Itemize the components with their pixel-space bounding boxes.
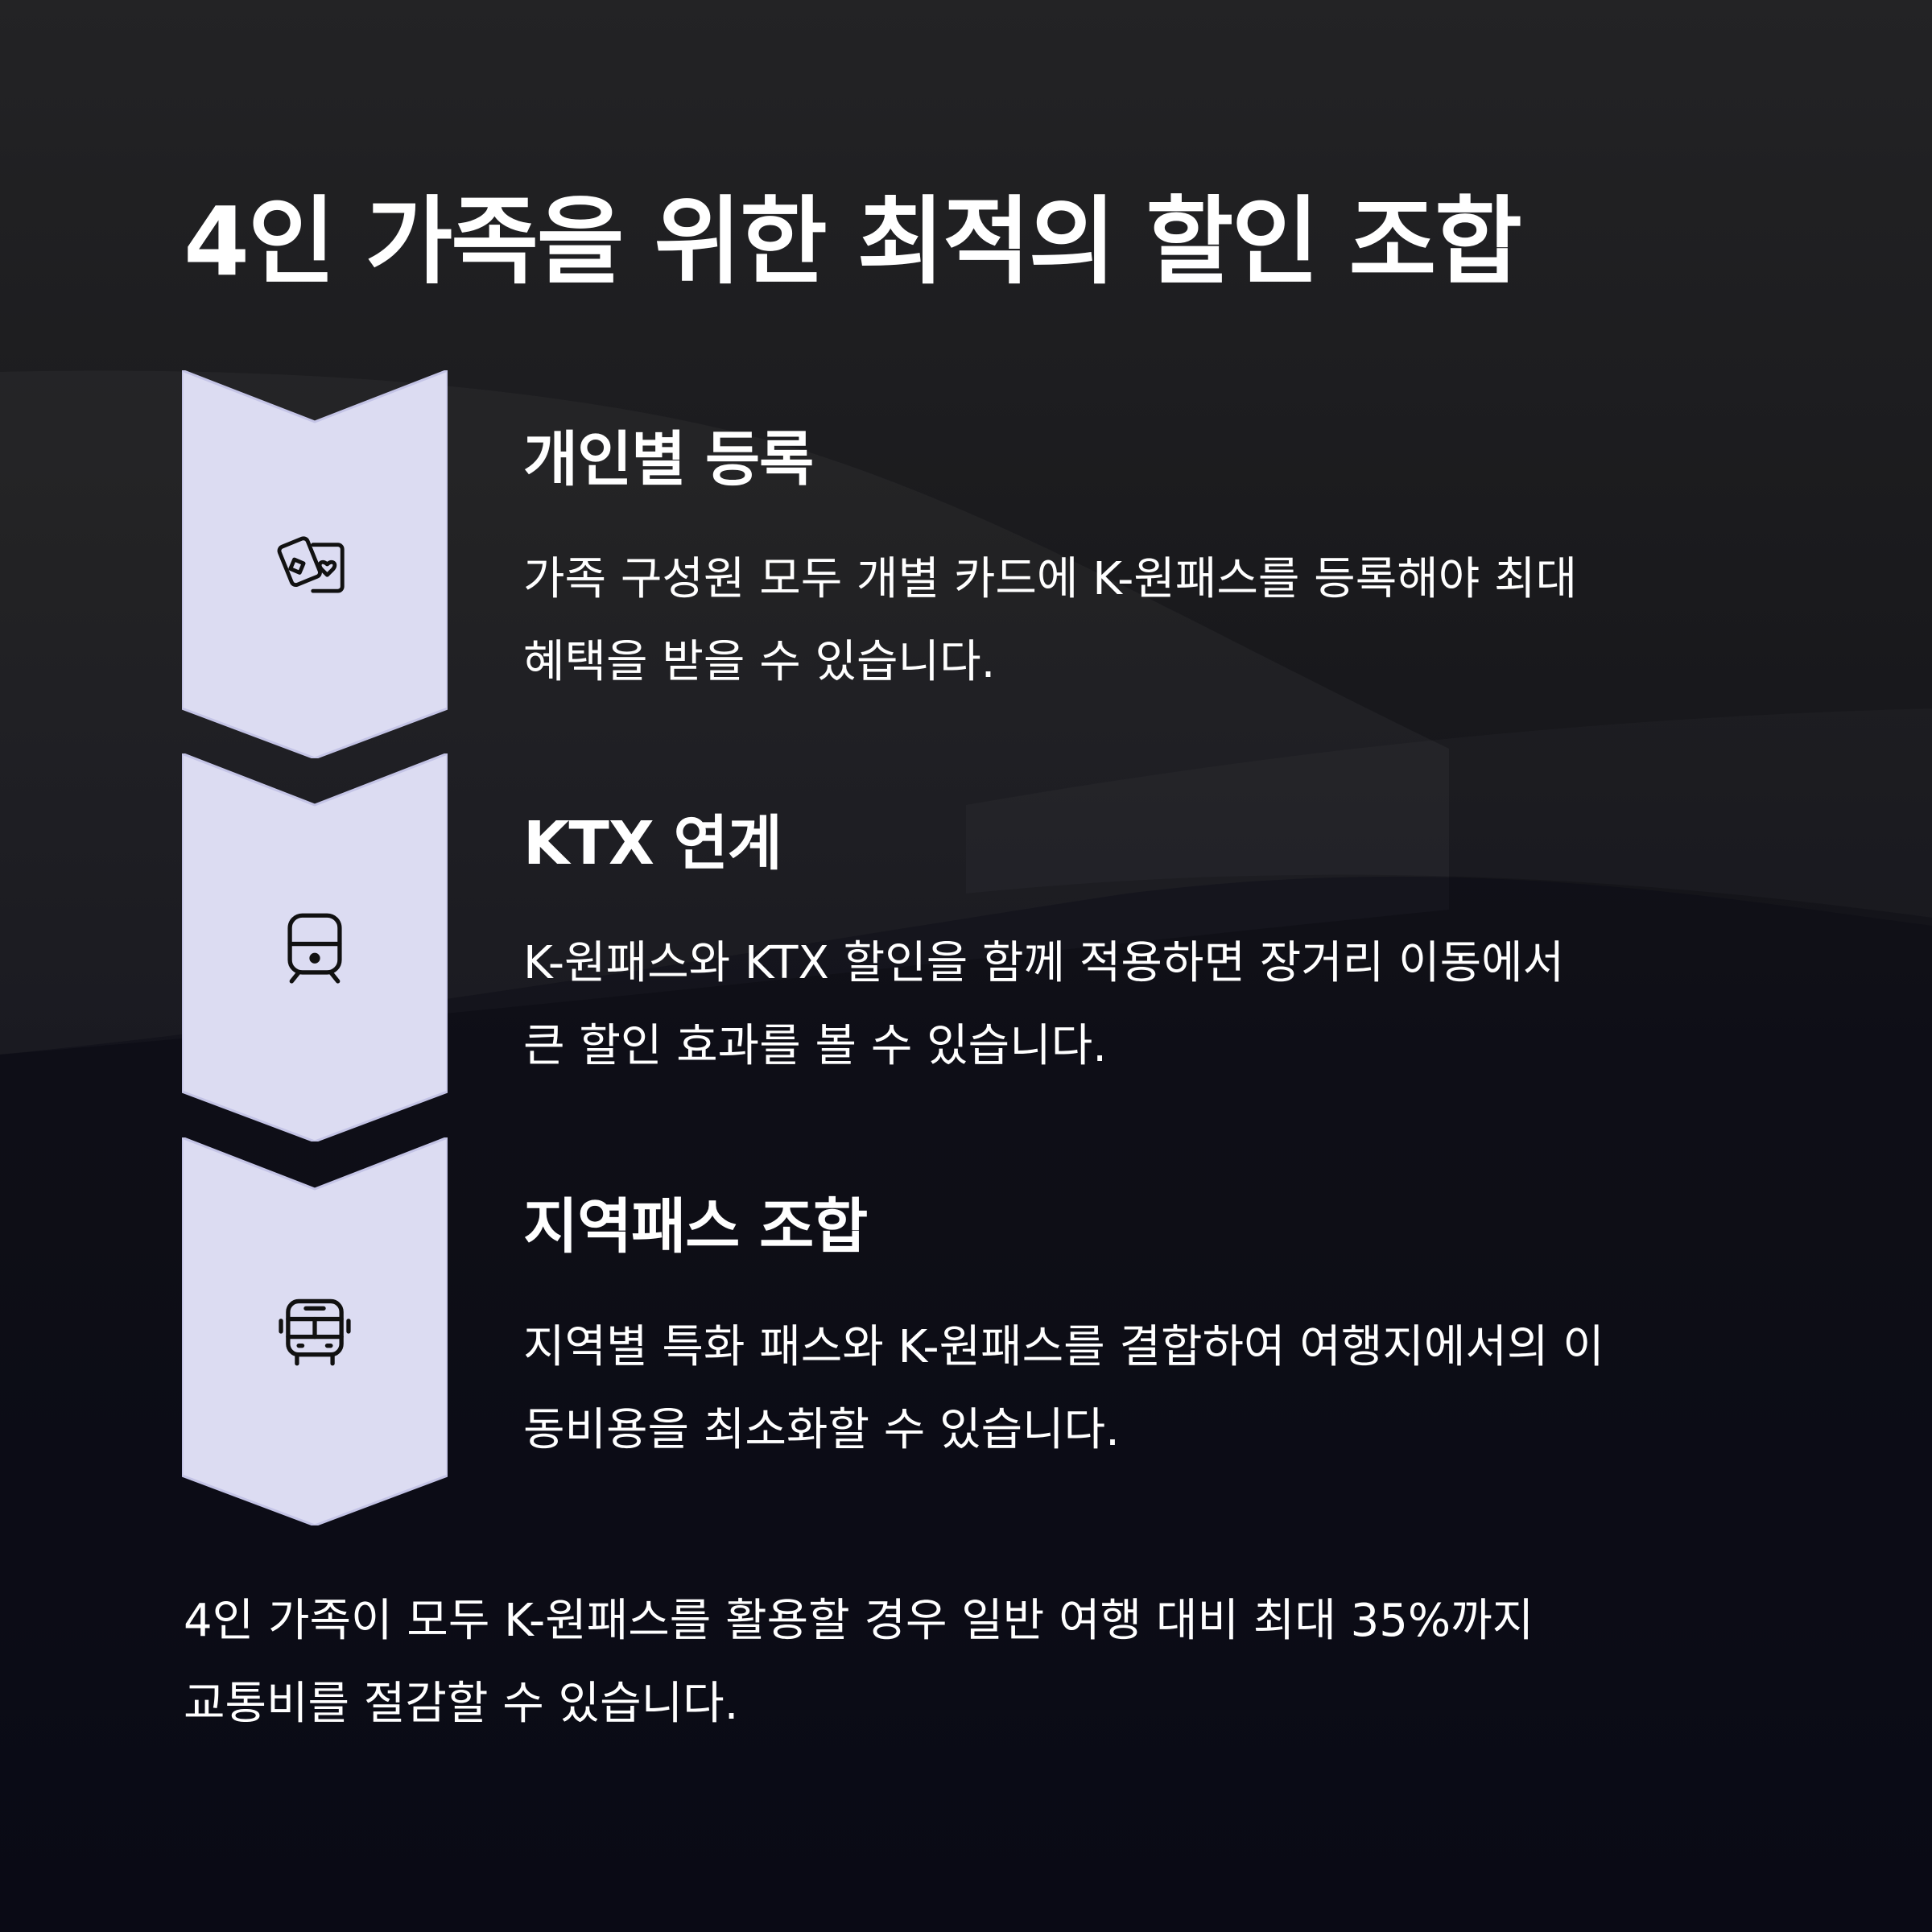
step-3-chevron xyxy=(182,1137,448,1525)
summary-text: 4인 가족이 모두 K-원패스를 활용할 경우 일반 여행 대비 최대 35%까… xyxy=(184,1579,1794,1745)
step-3-description: 지역별 특화 패스와 K-원패스를 결합하여 여행지에서의 이 동비용을 최소화… xyxy=(523,1306,1779,1472)
step-1-description-line: 혜택을 받을 수 있습니다. xyxy=(523,636,996,688)
chevron-shape xyxy=(182,753,448,1141)
chevron-shape xyxy=(182,370,448,758)
step-3-heading: 지역패스 조합 xyxy=(523,1192,868,1261)
step-2-description-line: 큰 할인 효과를 볼 수 있습니다. xyxy=(523,1020,1108,1072)
train-icon xyxy=(287,913,342,984)
step-3-description-line: 동비용을 최소화할 수 있습니다. xyxy=(523,1404,1120,1456)
step-1-heading: 개인별 등록 xyxy=(523,425,814,494)
step-1-description: 가족 구성원 모두 개별 카드에 K-원패스를 등록해야 최대 혜택을 받을 수… xyxy=(523,538,1779,704)
bus-icon xyxy=(279,1298,351,1366)
step-2-heading: KTX 연계 xyxy=(523,809,782,878)
summary-line: 4인 가족이 모두 K-원패스를 활용할 경우 일반 여행 대비 최대 35%까… xyxy=(184,1595,1534,1647)
step-2-description: K-원패스와 KTX 할인을 함께 적용하면 장거리 이동에서 큰 할인 효과를… xyxy=(523,922,1779,1088)
step-2-description-line: K-원패스와 KTX 할인을 함께 적용하면 장거리 이동에서 xyxy=(523,937,1565,989)
background-wave-mid xyxy=(0,877,1932,1932)
step-1-description-line: 가족 구성원 모두 개별 카드에 K-원패스를 등록해야 최대 xyxy=(523,553,1578,605)
step-2-chevron xyxy=(182,753,448,1141)
step-1-chevron xyxy=(182,370,448,758)
step-3-description-line: 지역별 특화 패스와 K-원패스를 결합하여 여행지에서의 이 xyxy=(523,1321,1604,1373)
summary-line: 교통비를 절감할 수 있습니다. xyxy=(184,1678,739,1730)
cards-icon xyxy=(277,536,345,593)
page-title: 4인 가족을 위한 최적의 할인 조합 xyxy=(184,186,1522,297)
